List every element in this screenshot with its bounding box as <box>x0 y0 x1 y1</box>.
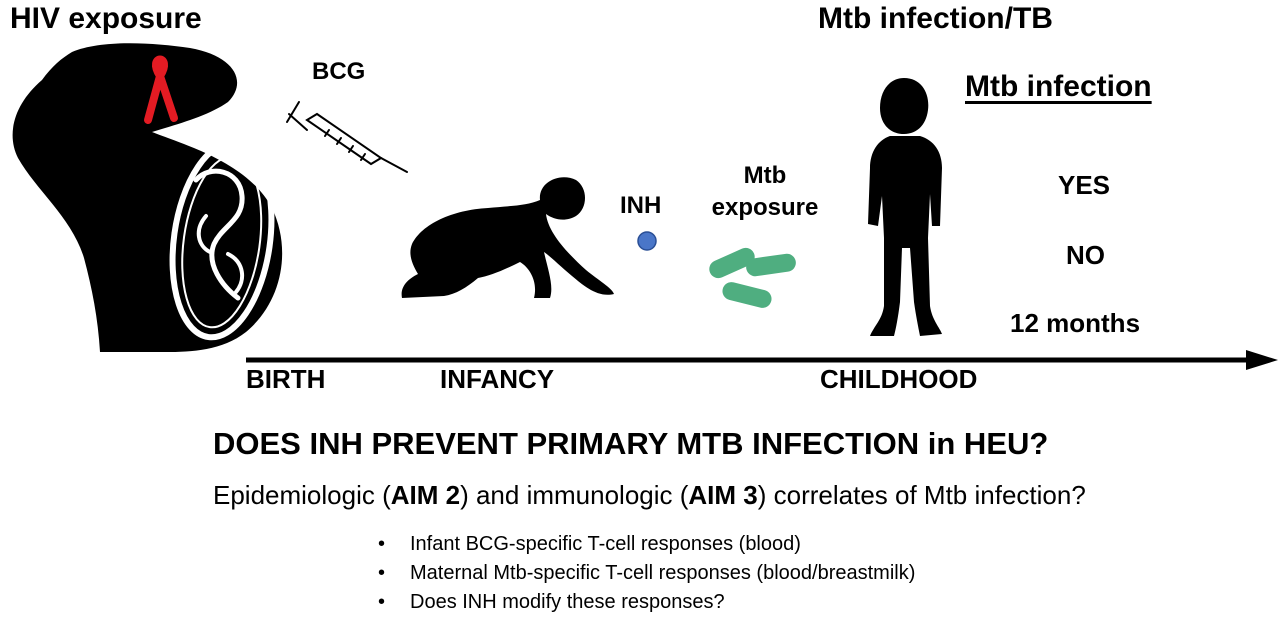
hiv-exposure-label: HIV exposure <box>10 2 202 35</box>
aims-text-1: Epidemiologic ( <box>213 480 391 510</box>
timeline-childhood-label: CHILDHOOD <box>820 364 978 394</box>
hiv-ribbon-icon <box>144 55 178 124</box>
womb-inner <box>181 155 263 329</box>
aim3-label: AIM 3 <box>688 480 758 510</box>
twelve-months-label: 12 months <box>1010 308 1141 338</box>
aims-text-3: ) correlates of Mtb infection? <box>757 480 1086 510</box>
fetus-limb <box>196 214 245 294</box>
timeline-infancy-label: INFANCY <box>440 364 555 394</box>
mtb-infection-tb-label: Mtb infection/TB <box>818 2 1053 35</box>
list-item: • Maternal Mtb-specific T-cell responses … <box>378 559 915 588</box>
syringe-icon <box>286 101 408 173</box>
timeline-arrow <box>246 350 1278 370</box>
bacterium-3 <box>722 282 772 308</box>
bullet-marker: • <box>378 533 386 555</box>
aim2-label: AIM 2 <box>390 480 461 510</box>
bullet-marker: • <box>378 562 386 584</box>
bcg-label: BCG <box>312 58 366 85</box>
research-question: DOES INH PREVENT PRIMARY MTB INFECTION i… <box>213 426 1049 461</box>
womb-outline <box>169 139 275 341</box>
bacterium-1 <box>709 247 755 279</box>
inh-dot-icon <box>637 231 657 251</box>
bacterium-2 <box>746 253 796 277</box>
standing-child-icon <box>868 78 942 336</box>
mtb-bacteria-icon <box>709 247 796 308</box>
pregnant-mother-icon <box>12 43 283 353</box>
mtb-exposure-line1: Mtb <box>743 162 787 189</box>
aims-text-2: ) and immunologic ( <box>460 480 689 510</box>
mtb-infection-heading: Mtb infection <box>965 70 1152 103</box>
list-item: • Does INH modify these responses? <box>378 588 915 617</box>
yes-label: YES <box>1058 170 1111 200</box>
mtb-exposure-line2: exposure <box>711 194 819 221</box>
bullet-list: • Infant BCG-specific T-cell responses (b… <box>378 530 915 617</box>
no-label: NO <box>1066 240 1105 270</box>
inh-label: INH <box>620 192 662 219</box>
mtb-exposure-label: Mtb exposure <box>690 160 840 224</box>
bullet-text: Maternal Mtb-specific T-cell responses (… <box>410 562 916 584</box>
aims-statement: Epidemiologic (AIM 2) and immunologic (A… <box>213 480 1086 511</box>
bullet-text: Does INH modify these responses? <box>410 591 725 613</box>
bullet-marker: • <box>378 591 386 613</box>
crawling-infant-icon <box>401 177 614 298</box>
fetus-icon <box>193 168 245 301</box>
bullet-text: Infant BCG-specific T-cell responses (bl… <box>410 533 801 555</box>
list-item: • Infant BCG-specific T-cell responses (b… <box>378 530 915 559</box>
timeline-birth-label: BIRTH <box>246 364 326 394</box>
